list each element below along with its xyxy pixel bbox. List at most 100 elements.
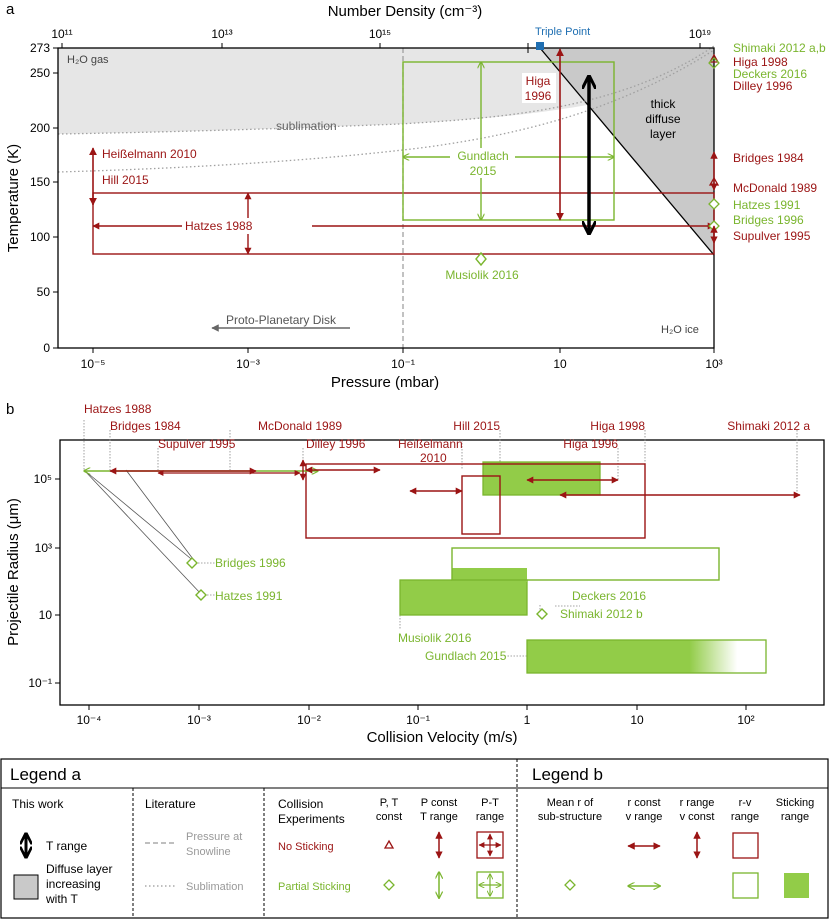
b-xtick-label: 10⁻³ xyxy=(187,713,211,727)
b-xtick-label: 10 xyxy=(630,713,644,727)
a-xtick-label: 10⁻³ xyxy=(236,357,260,371)
triple-point-label: Triple Point xyxy=(535,26,590,38)
legend-b-title: Legend b xyxy=(532,765,603,784)
shimaki-b-marker xyxy=(536,608,548,620)
gundlach-label-1: Gundlach xyxy=(457,149,508,163)
legend-sublimation: Sublimation xyxy=(186,881,243,893)
legend-col-rrange-2: v const xyxy=(680,811,715,823)
a-ytick-label: 50 xyxy=(37,285,51,299)
b-top-label: Higa 1998 xyxy=(590,419,645,433)
b-top-label: Bridges 1984 xyxy=(110,419,181,433)
legend-literature: Literature xyxy=(145,797,196,811)
legend-no-sticking-pt-icon xyxy=(383,839,395,849)
legend-snowline-1: Pressure at xyxy=(186,831,242,843)
deckers-region xyxy=(451,547,720,581)
musiolik-label: Musiolik 2016 xyxy=(445,268,519,282)
legend-a-title: Legend a xyxy=(10,765,81,784)
a-right-label: Bridges 1996 xyxy=(733,213,804,227)
panel-a: a H₂O gas H₂O ice sublimation Triple Poi… xyxy=(5,1,826,391)
legend-no-sticking-ptrange-icon xyxy=(476,831,504,859)
legend-col-rv-2: range xyxy=(731,811,759,823)
a-ytick-label: 0 xyxy=(43,341,50,355)
b-top-label: Higa 1996 xyxy=(563,437,618,451)
b-xtick-label: 1 xyxy=(524,713,531,727)
a-xtick-label: 10³ xyxy=(705,357,722,371)
a-xtick-label: 10⁻¹ xyxy=(391,357,415,371)
panel-b-letter: b xyxy=(6,401,14,418)
heisselmann-label: Heißelmann 2010 xyxy=(102,147,197,161)
panel-a-ylabel: Temperature (K) xyxy=(5,144,22,252)
panel-a-letter: a xyxy=(6,1,15,18)
legend-no-sticking: No Sticking xyxy=(278,841,334,853)
legend-partial-ptrange-icon xyxy=(476,871,504,899)
legend-b-rv-red xyxy=(732,832,759,859)
b-top-label: Dilley 1996 xyxy=(306,437,366,451)
legend-col-pt-1: P, T xyxy=(380,797,399,809)
a-ytick-label: 150 xyxy=(30,175,50,189)
a-toptick-label: 10¹⁵ xyxy=(369,27,391,41)
a-right-label: Hatzes 1991 xyxy=(733,198,801,212)
deckers-label-b: Deckers 2016 xyxy=(572,589,646,603)
hill-label: Hill 2015 xyxy=(102,173,149,187)
b-top-label: Heißelmann xyxy=(398,437,463,451)
musiolik-region-b xyxy=(452,568,527,582)
higa1996-label-1: Higa xyxy=(526,74,551,88)
a-ytick-label: 200 xyxy=(30,121,50,135)
gundlach-label-bg xyxy=(450,148,515,178)
panel-b-frame xyxy=(59,439,825,706)
legend-partial-sticking: Partial Sticking xyxy=(278,881,351,893)
legend-col-pt-2: const xyxy=(376,811,402,823)
legend-col-mean-2: sub-structure xyxy=(538,811,602,823)
top-axis-label: Number Density (cm⁻³) xyxy=(328,3,483,20)
legend-col-ptrange-1: P-T xyxy=(481,797,499,809)
legend-snowline-2: Snowline xyxy=(186,846,231,858)
legend-diffuse-swatch xyxy=(13,874,39,900)
panel-b-leaders xyxy=(83,420,798,657)
musiolik-marker xyxy=(475,251,487,267)
b-ytick-label: 10⁵ xyxy=(34,472,52,486)
panel-b: b xyxy=(5,401,825,746)
a-right-label: Dilley 1996 xyxy=(733,79,793,93)
legend-b-sticking-green xyxy=(784,873,809,898)
b-xtick-label: 10² xyxy=(737,713,754,727)
gundlach-box xyxy=(402,61,615,221)
legend-col-rconst-2: v range xyxy=(626,811,663,823)
hatzes1988-label: Hatzes 1988 xyxy=(185,219,253,233)
legend-t-range: T range xyxy=(46,839,87,853)
legend-b-mean-green xyxy=(564,879,576,891)
a-right-label: Shimaki 2012 a,b xyxy=(733,41,826,55)
b-xtick-label: 10⁻¹ xyxy=(406,713,430,727)
a-right-label: Higa 1998 xyxy=(733,55,788,69)
a-right-label: McDonald 1989 xyxy=(733,181,817,195)
b-ytick-label: 10 xyxy=(39,608,53,622)
b-xtick-label: 10⁻⁴ xyxy=(77,713,102,727)
hatzes1991-label-b: Hatzes 1991 xyxy=(215,589,283,603)
a-right-label: Deckers 2016 xyxy=(733,67,807,81)
gundlach-region xyxy=(526,639,767,674)
b-top-label: Shimaki 2012 a xyxy=(727,419,810,433)
diffuse-label-2: diffuse xyxy=(645,112,680,126)
b-xtick-label: 10⁻² xyxy=(297,713,321,727)
ice-label: H₂O ice xyxy=(661,324,699,336)
hatzes1991-marker xyxy=(708,198,720,210)
hatzes1988-label-bg xyxy=(182,218,312,234)
legend-col-pconst-2: T range xyxy=(420,811,458,823)
shimaki-marker xyxy=(708,57,720,69)
sublimation-label: sublimation xyxy=(276,119,337,133)
a-ytick-label: 250 xyxy=(30,66,50,80)
a-toptick-label: 10¹⁹ xyxy=(689,27,711,41)
legend-col-sticking-2: range xyxy=(781,811,809,823)
diffuse-layer-edge xyxy=(539,47,715,256)
legend-diffuse-1: Diffuse layer xyxy=(46,862,112,876)
disk-label: Proto-Planetary Disk xyxy=(226,313,337,327)
panel-b-xlabel: Collision Velocity (m/s) xyxy=(367,729,518,746)
b-top-label: McDonald 1989 xyxy=(258,419,342,433)
legend-frame xyxy=(0,758,829,919)
hill-region xyxy=(461,475,501,535)
b-ytick-label: 10³ xyxy=(35,541,52,555)
diffuse-label-3: layer xyxy=(650,127,676,141)
b-top-label: Supulver 1995 xyxy=(158,437,236,451)
